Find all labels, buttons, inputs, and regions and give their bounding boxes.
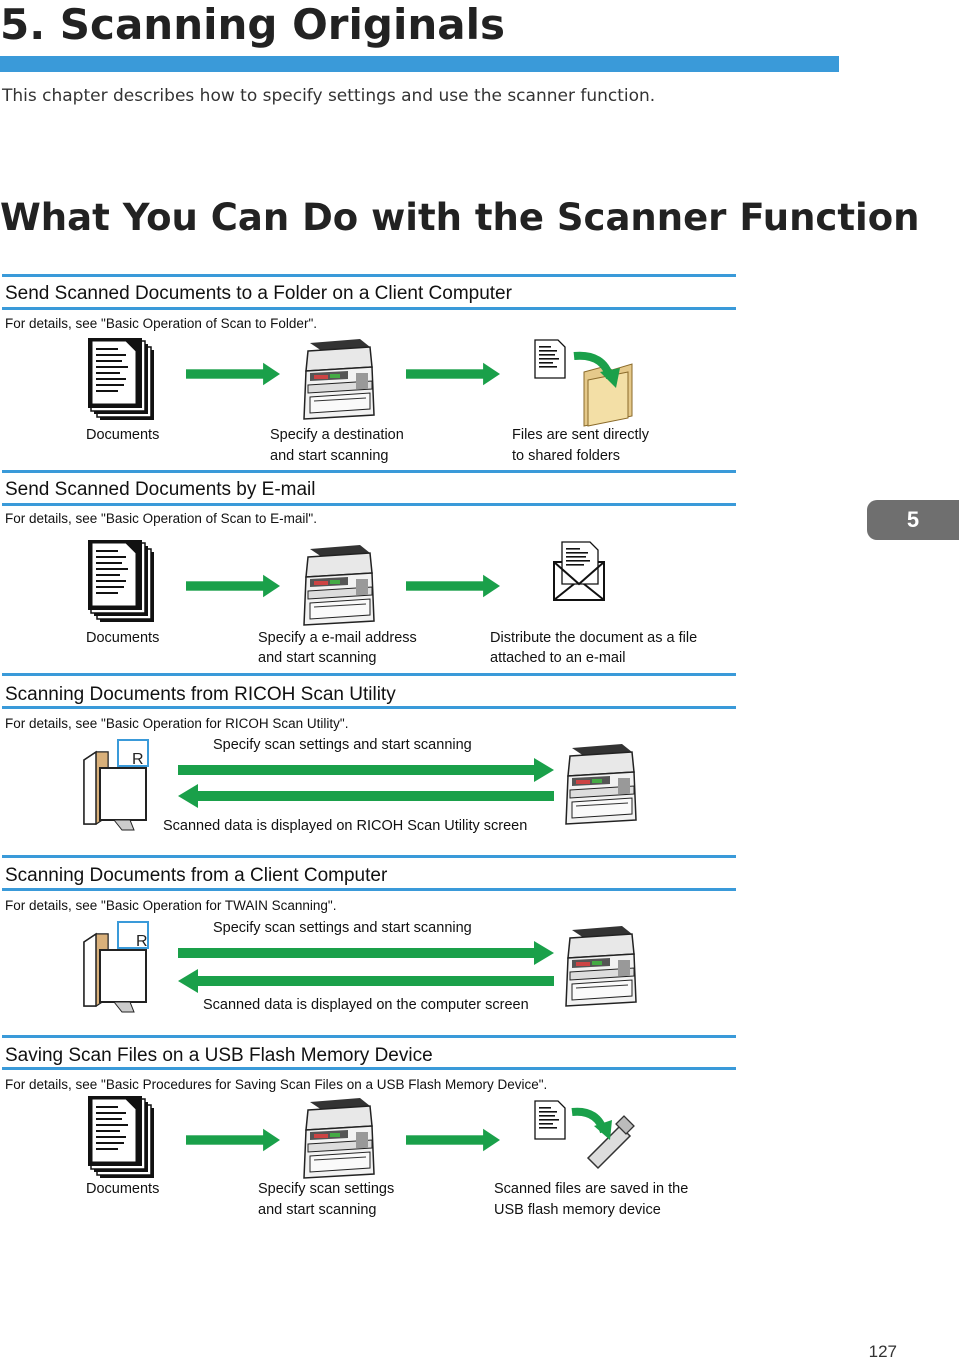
panel-title: Send Scanned Documents to a Folder on a …: [5, 283, 512, 304]
panel-title: Saving Scan Files on a USB Flash Memory …: [5, 1045, 433, 1066]
panel-rule-bottom: [2, 307, 736, 310]
printer-icon: [562, 742, 642, 826]
ricoh-letter-badge: R: [132, 751, 144, 768]
printer-icon: [300, 337, 380, 421]
green-arrow-right-icon: [178, 758, 554, 782]
green-arrow-right-icon: [178, 941, 554, 965]
panel-reference: For details, see "Basic Operation of Sca…: [5, 511, 317, 526]
green-arrow-right-icon: [406, 362, 500, 386]
panel-rule-bottom: [2, 706, 736, 709]
caption-send-settings: Specify scan settings and start scanning: [213, 737, 472, 753]
ricoh-letter-badge: R: [136, 933, 148, 950]
green-arrow-right-icon: [186, 1128, 280, 1152]
caption-step2-line2: and start scanning: [270, 448, 389, 464]
documents-stack-icon: [86, 540, 156, 624]
panel-rule-top: [2, 673, 736, 676]
caption-step2-line1: Specify scan settings: [258, 1181, 395, 1197]
documents-stack-icon: [86, 338, 156, 422]
caption-step2-line2: and start scanning: [258, 650, 377, 666]
green-arrow-right-icon: [186, 574, 280, 598]
panel-title: Send Scanned Documents by E-mail: [5, 479, 316, 500]
chapter-title: 5. Scanning Originals: [0, 0, 505, 49]
panel-rule-top: [2, 855, 736, 858]
document-icon: [534, 339, 566, 379]
chapter-rule: [0, 56, 839, 72]
caption-return-data: Scanned data is displayed on RICOH Scan …: [163, 818, 528, 834]
caption-step2-line2: and start scanning: [258, 1202, 377, 1218]
caption-step3-line1: Scanned files are saved in the: [494, 1181, 689, 1197]
chapter-thumb-tab[interactable]: 5: [867, 500, 959, 540]
computer-icon: [78, 738, 158, 834]
caption-return-data: Scanned data is displayed on the compute…: [203, 997, 529, 1013]
panel-reference: For details, see "Basic Procedures for S…: [5, 1077, 548, 1092]
chapter-description: This chapter describes how to specify se…: [2, 86, 656, 106]
green-arrow-right-icon: [406, 574, 500, 598]
green-arrow-right-icon: [406, 1128, 500, 1152]
panel-reference: For details, see "Basic Operation for TW…: [5, 898, 337, 913]
email-envelope-icon: [553, 541, 605, 601]
usb-flash-drive-icon: [571, 1107, 635, 1170]
document-icon: [534, 1100, 566, 1140]
panel-rule-bottom: [2, 503, 736, 506]
caption-step3-line2: USB flash memory device: [494, 1202, 661, 1218]
documents-stack-icon: [86, 1096, 156, 1180]
green-arrow-left-icon: [178, 784, 554, 808]
panel-rule-bottom: [2, 1067, 736, 1070]
printer-icon: [562, 924, 642, 1008]
caption-documents: Documents: [86, 1181, 160, 1197]
panel-reference: For details, see "Basic Operation for RI…: [5, 716, 349, 731]
panel-reference: For details, see "Basic Operation of Sca…: [5, 316, 317, 331]
page-number: 127: [868, 1342, 897, 1361]
printer-icon: [300, 543, 380, 627]
printer-icon: [300, 1096, 380, 1180]
caption-step3-line2: to shared folders: [512, 448, 621, 464]
caption-step3-line2: attached to an e-mail: [490, 650, 626, 666]
panel-title: Scanning Documents from RICOH Scan Utili…: [5, 684, 396, 705]
caption-step3-line1: Files are sent directly: [512, 427, 649, 443]
panel-rule-bottom: [2, 888, 736, 891]
panel-title: Scanning Documents from a Client Compute…: [5, 865, 388, 886]
green-arrow-right-icon: [186, 362, 280, 386]
shared-folder-icon: [573, 351, 633, 427]
caption-documents: Documents: [86, 427, 160, 443]
caption-step2-line1: Specify a destination: [270, 427, 404, 443]
caption-step2-line1: Specify a e-mail address: [258, 630, 417, 646]
panel-rule-top: [2, 274, 736, 277]
green-arrow-left-icon: [178, 969, 554, 993]
caption-send-settings: Specify scan settings and start scanning: [213, 920, 472, 936]
caption-step3-line1: Distribute the document as a file: [490, 630, 698, 646]
section-title: What You Can Do with the Scanner Functio…: [0, 196, 920, 239]
panel-rule-top: [2, 1035, 736, 1038]
panel-rule-top: [2, 470, 736, 473]
caption-documents: Documents: [86, 630, 160, 646]
